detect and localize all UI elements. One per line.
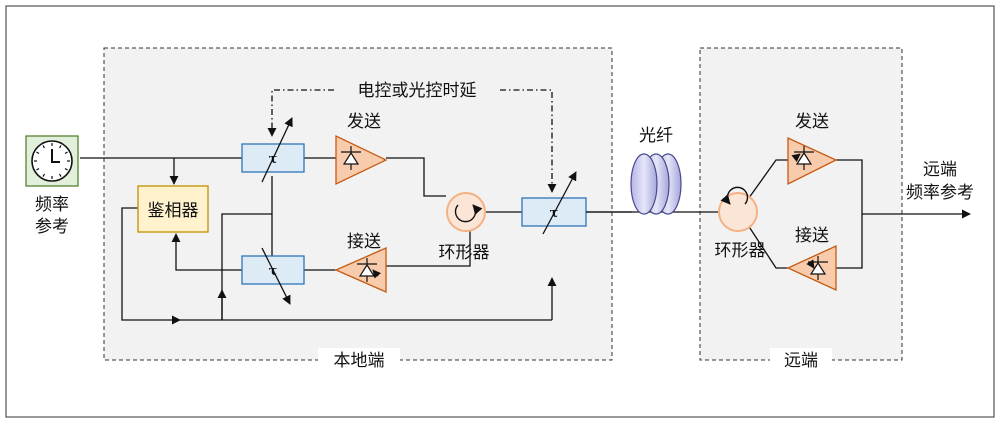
fiber-coil-icon — [586, 153, 722, 215]
remote-ref-label-line2: 频率参考 — [906, 183, 974, 203]
remote-transmit-label: 发送 — [795, 112, 829, 132]
delay-control-lines — [267, 89, 557, 193]
phase-detector-block: 鉴相器 — [137, 185, 209, 233]
clock-icon — [25, 135, 79, 187]
remote-end-label: 远端 — [784, 351, 818, 371]
photodiode-icon — [341, 146, 361, 170]
freq-ref-label-line2: 参考 — [35, 217, 69, 237]
delay-control-label: 电控或光控时延 — [358, 81, 477, 101]
local-transmit-amplifier — [335, 134, 388, 186]
delay-block-3: τ — [521, 171, 587, 235]
remote-receive-amplifier — [786, 244, 837, 292]
local-receive-amplifier — [334, 247, 387, 293]
photodiode-icon — [806, 256, 828, 280]
local-end-label: 本地端 — [334, 351, 385, 371]
local-transmit-label: 发送 — [347, 112, 381, 132]
local-receive-label: 接送 — [347, 232, 381, 252]
local-wiring — [80, 157, 632, 325]
remote-ref-label-line1: 远端 — [923, 160, 957, 180]
photodiode-icon — [357, 258, 382, 282]
remote-circulator-label: 环形器 — [715, 241, 766, 261]
delay-block-2: τ — [241, 247, 305, 305]
remote-transmit-amplifier — [787, 136, 838, 186]
photodiode-icon — [791, 146, 814, 170]
remote-receive-label: 接送 — [795, 226, 829, 246]
local-circulator-label: 环形器 — [439, 243, 490, 263]
fiber-label: 光纤 — [639, 126, 673, 146]
local-circulator-icon — [446, 192, 486, 232]
delay-block-1: τ — [241, 117, 305, 183]
freq-ref-label-line1: 频率 — [35, 195, 69, 215]
remote-wiring — [745, 159, 971, 269]
remote-circulator-icon — [718, 186, 758, 232]
phase-detector-label: 鉴相器 — [148, 201, 199, 221]
